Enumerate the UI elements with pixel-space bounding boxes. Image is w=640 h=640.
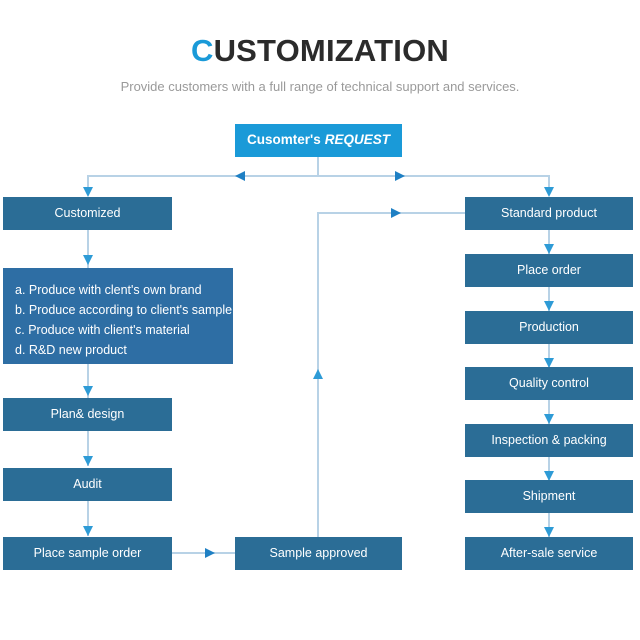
node-customization-options[interactable]: a. Produce with clent's own brand b. Pro… <box>3 268 233 364</box>
connector-standard-product-to-place-order <box>548 230 550 256</box>
node-standard-product[interactable]: Standard product <box>465 197 633 230</box>
node-sample-approved-label: Sample approved <box>269 545 368 560</box>
node-shipment[interactable]: Shipment <box>465 480 633 513</box>
node-plan-design[interactable]: Plan& design <box>3 398 172 431</box>
node-place-order[interactable]: Place order <box>465 254 633 287</box>
connector-options-to-plan-design <box>87 364 89 398</box>
node-quality-control-label: Quality control <box>509 375 589 390</box>
distribution-bar-left-arrow-icon <box>235 171 245 181</box>
arrow-to-after-sale-icon <box>544 527 554 537</box>
connector-place-order-to-production <box>548 287 550 313</box>
arrow-return-to-standard-product-icon <box>391 208 401 218</box>
node-sample-approved[interactable]: Sample approved <box>235 537 402 570</box>
distribution-bar-right-arrow-icon <box>395 171 405 181</box>
connector-root-to-bar <box>317 157 319 177</box>
option-item-c: c. Produce with client's material <box>15 323 190 337</box>
connector-audit-to-place-sample-order <box>87 501 89 536</box>
arrow-to-inspection-icon <box>544 414 554 424</box>
connector-inspection-to-shipment <box>548 457 550 483</box>
arrow-to-audit-icon <box>83 456 93 466</box>
connector-customized-to-options <box>87 230 89 268</box>
node-place-sample-order-label: Place sample order <box>33 545 142 560</box>
arrow-to-sample-approved-icon <box>205 548 215 558</box>
node-customized-label: Customized <box>54 205 121 220</box>
node-production[interactable]: Production <box>465 311 633 344</box>
arrow-to-place-sample-order-icon <box>83 526 93 536</box>
node-audit-label: Audit <box>73 476 102 491</box>
connector-place-sample-to-sample-approved <box>172 552 235 554</box>
arrow-to-customized-icon <box>83 187 93 197</box>
node-customer-request-emphasis: REQUEST <box>324 132 390 148</box>
page-title-rest: USTOMIZATION <box>213 33 450 68</box>
node-quality-control[interactable]: Quality control <box>465 367 633 400</box>
node-audit[interactable]: Audit <box>3 468 172 501</box>
connector-quality-control-to-inspection <box>548 400 550 426</box>
node-place-order-label: Place order <box>517 262 581 277</box>
node-place-sample-order[interactable]: Place sample order <box>3 537 172 570</box>
node-shipment-label: Shipment <box>522 488 576 503</box>
connector-distribution-bar <box>87 175 549 177</box>
node-after-sale-service[interactable]: After-sale service <box>465 537 633 570</box>
connector-production-to-quality-control <box>548 344 550 370</box>
option-item-b: b. Produce according to client's sample <box>15 303 233 317</box>
node-inspection-packing-label: Inspection & packing <box>491 432 607 447</box>
page-title-accent-letter: C <box>190 33 214 68</box>
header: CUSTOMIZATION Provide customers with a f… <box>0 0 640 110</box>
arrow-to-standard-product-icon <box>544 187 554 197</box>
option-item-d: d. R&D new product <box>15 343 127 357</box>
arrow-to-plan-design-icon <box>83 386 93 396</box>
arrow-to-place-order-icon <box>544 244 554 254</box>
page-subtitle: Provide customers with a full range of t… <box>120 79 520 94</box>
node-customer-request-label: Cusomter's <box>247 132 321 148</box>
arrow-return-up-icon <box>313 369 323 379</box>
arrow-to-production-icon <box>544 301 554 311</box>
connector-bar-to-standard-product <box>548 175 550 189</box>
option-item-a: a. Produce with clent's own brand <box>15 283 202 297</box>
arrow-to-options-icon <box>83 255 93 265</box>
connector-shipment-to-after-sale <box>548 513 550 539</box>
arrow-to-shipment-icon <box>544 471 554 481</box>
node-customized[interactable]: Customized <box>3 197 172 230</box>
node-standard-product-label: Standard product <box>501 205 597 220</box>
node-inspection-packing[interactable]: Inspection & packing <box>465 424 633 457</box>
node-plan-design-label: Plan& design <box>50 406 125 421</box>
node-production-label: Production <box>519 319 579 334</box>
connector-bar-to-customized <box>87 175 89 189</box>
arrow-to-quality-control-icon <box>544 358 554 368</box>
node-after-sale-service-label: After-sale service <box>500 545 598 560</box>
page-title: CUSTOMIZATION <box>0 33 640 69</box>
connector-plan-design-to-audit <box>87 431 89 466</box>
